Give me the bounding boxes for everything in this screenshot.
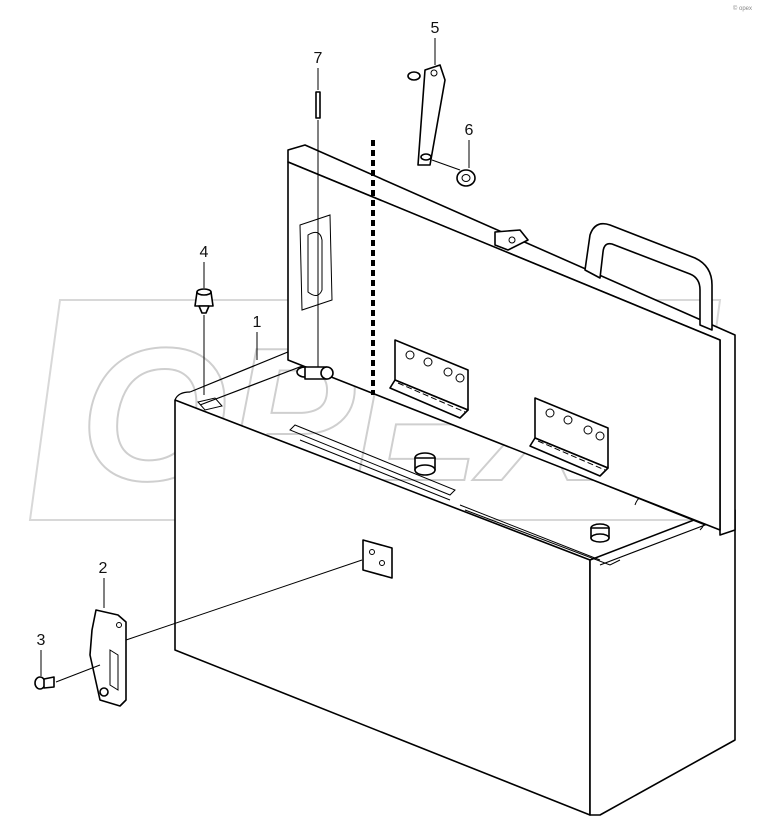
part-2-latch-bracket <box>89 559 363 707</box>
part-6-washer <box>456 140 476 187</box>
callout-5: 5 <box>431 20 440 37</box>
hinge-left <box>389 339 469 419</box>
part-3-screw <box>34 650 101 690</box>
hinge-right <box>529 397 609 477</box>
callout-7: 7 <box>314 50 323 67</box>
part-5-stay-arm <box>407 38 461 171</box>
callout-1: 1 <box>253 314 262 331</box>
callout-2: 2 <box>99 560 108 577</box>
corner-mark: © opex <box>733 5 752 12</box>
part-4-bumper <box>194 262 223 411</box>
callout-3: 3 <box>37 632 46 649</box>
callouts: 1 2 3 4 5 6 7 <box>37 20 474 649</box>
carry-handle <box>584 222 713 331</box>
part-7-pin <box>296 68 334 380</box>
callout-4: 4 <box>200 244 209 261</box>
toolbox-body <box>174 344 736 816</box>
callout-6: 6 <box>465 122 474 139</box>
front-bracket <box>362 539 393 579</box>
toolbox-lid <box>287 144 736 536</box>
